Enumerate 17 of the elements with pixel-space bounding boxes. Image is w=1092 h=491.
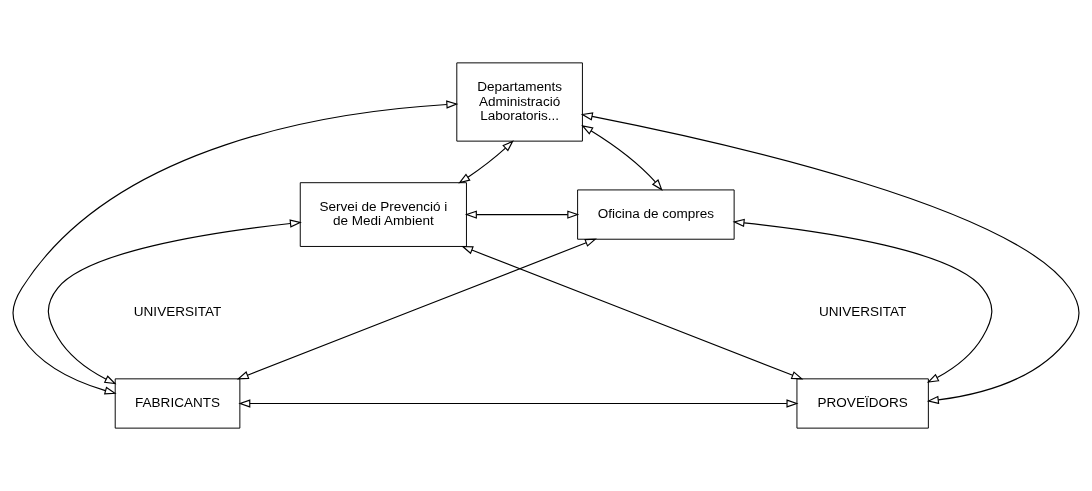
arrow	[580, 112, 1080, 405]
arrow	[12, 100, 459, 395]
arrow	[238, 399, 799, 408]
label: UNIVERSITAT	[133, 304, 222, 320]
arrow	[47, 219, 302, 385]
arrow	[458, 140, 514, 184]
arrow	[732, 218, 993, 383]
node-box: Oficina de compres	[577, 189, 735, 240]
node-box: Departaments Administració Laboratoris...	[456, 62, 583, 142]
label: UNIVERSITAT	[818, 304, 907, 320]
arrow	[464, 210, 580, 219]
arrow	[236, 238, 597, 380]
arrow	[461, 245, 804, 380]
node-box: Servei de Prevenció i de Medi Ambient	[299, 182, 467, 247]
arrow	[581, 125, 663, 191]
node-box: FABRICANTS	[114, 378, 241, 429]
node-box: PROVEÏDORS	[796, 378, 929, 429]
